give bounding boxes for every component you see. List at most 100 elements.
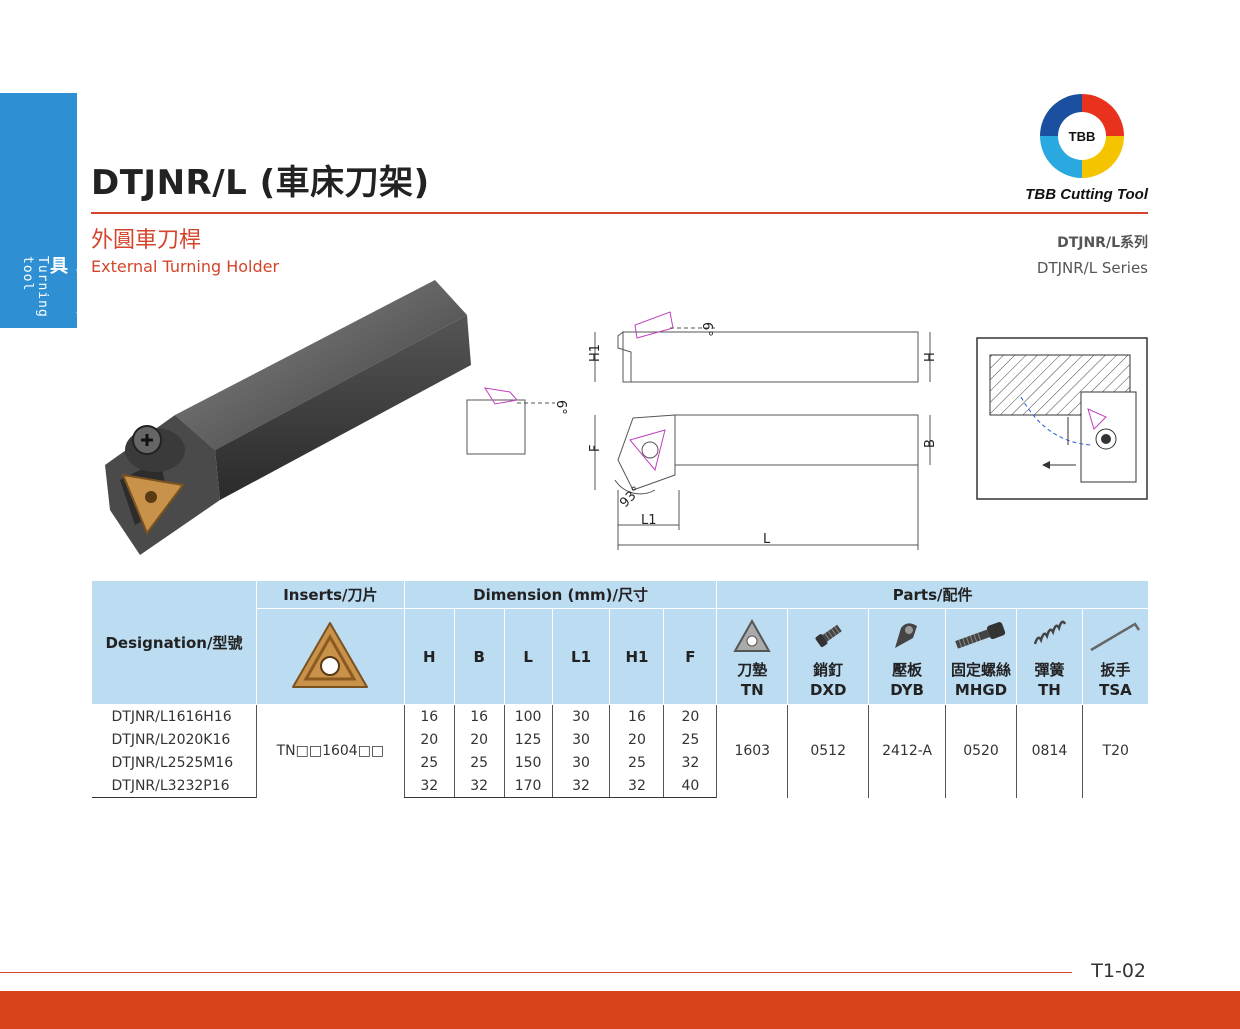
table-row: DTJNR/L2525M16 25 25 150 30 25 32 <box>92 751 1149 774</box>
row-dim: 32 <box>663 751 717 774</box>
row-dim: 25 <box>663 728 717 751</box>
table-row: DTJNR/L3232P16 32 32 170 32 32 40 <box>91 774 1149 798</box>
row-dim: 30 <box>551 728 610 751</box>
col-header-parts: Parts/配件 <box>716 580 1149 609</box>
tbb-logo-icon: TBB <box>1040 94 1124 178</box>
part-tn-code: TN <box>740 680 764 699</box>
part-value-th: 0814 <box>1016 704 1083 798</box>
spring-icon <box>1034 620 1067 644</box>
tool-holder-image <box>105 280 471 555</box>
drawing-label-l: L <box>763 532 771 547</box>
part-value-tn: 1603 <box>716 704 788 798</box>
part-dyb-zh: 壓板 <box>892 660 923 679</box>
footer-divider <box>0 972 1072 973</box>
side-category-tab: 車削刀具 Turning tool <box>0 93 94 328</box>
part-tn-zh: 刀墊 <box>737 660 768 679</box>
page-title: DTJNR/L (車床刀架) <box>91 163 430 203</box>
machining-detail-image <box>976 337 1148 500</box>
insert-image-cell <box>255 608 405 705</box>
row-dim: 32 <box>453 774 505 798</box>
logo-text: TBB <box>1069 129 1096 144</box>
dim-header-h: H <box>403 608 455 705</box>
row-dim: 20 <box>609 728 664 751</box>
row-dim: 16 <box>403 704 455 728</box>
dim-header-f: F <box>663 608 718 705</box>
clamp-icon <box>895 622 918 648</box>
part-tsa-zh: 扳手 <box>1100 660 1131 679</box>
row-dim: 16 <box>609 704 664 728</box>
row-dim: 100 <box>503 704 553 728</box>
drawing-label-h1: H1 <box>588 344 603 362</box>
part-value-dyb: 2412-A <box>868 704 946 798</box>
series-en: DTJNR/L Series <box>1036 259 1148 277</box>
drawing-label-h: H <box>923 352 938 362</box>
row-dim: 32 <box>551 774 610 798</box>
row-designation: DTJNR/L3232P16 <box>91 774 257 798</box>
insert-triangle-icon <box>292 621 369 688</box>
pin-icon <box>815 624 842 647</box>
drawing-label-l1: L1 <box>641 513 657 528</box>
row-designation: DTJNR/L1616H16 <box>111 708 232 725</box>
drawing-label-angle-side: 6° <box>553 400 568 415</box>
row-dim: 40 <box>663 774 717 798</box>
side-tab-zh: 車削刀具 <box>47 256 94 316</box>
table-row: DTJNR/L1616H16 TN□□1604□□ 16 16 100 30 1… <box>92 704 1149 798</box>
dim-header-l1: L1 <box>551 608 611 705</box>
part-th-code: TH <box>1038 680 1061 699</box>
row-dim: 30 <box>551 704 610 728</box>
row-dim: 32 <box>403 774 455 798</box>
drawing-label-b: B <box>923 439 938 448</box>
part-value-tsa: T20 <box>1081 704 1149 798</box>
row-dim: 150 <box>503 751 553 774</box>
row-dim: 20 <box>453 728 505 751</box>
side-tab-en: Turning tool <box>20 256 50 318</box>
series-zh: DTJNR/L系列 <box>1057 235 1148 251</box>
dim-header-l: L <box>503 608 553 705</box>
col-header-designation: Designation/型號 <box>91 580 257 705</box>
spec-table: Designation/型號 Inserts/刀片 Dimension (mm)… <box>91 580 1150 798</box>
row-dim: 32 <box>609 774 664 798</box>
part-value-dxd: 0512 <box>787 704 869 798</box>
subtitle-zh: 外圓車刀桿 <box>91 228 202 253</box>
dim-header-h1: H1 <box>609 608 665 705</box>
subtitle-en: External Turning Holder <box>91 257 280 276</box>
part-mhgd-code: MHGD <box>954 680 1008 699</box>
screw-icon <box>955 621 1006 649</box>
part-value-mhgd: 0520 <box>945 704 1017 798</box>
part-dyb-code: DYB <box>890 680 924 699</box>
part-dxd-zh: 銷釘 <box>813 660 844 679</box>
part-mhgd-zh: 固定螺絲 <box>951 660 1012 679</box>
insert-code-cell: TN□□1604□□ <box>255 704 405 798</box>
shim-icon <box>733 618 771 652</box>
wrench-icon <box>1090 621 1141 651</box>
table-row: DTJNR/L2020K16 20 20 125 30 20 25 <box>92 728 1149 751</box>
dim-header-b: B <box>453 608 505 705</box>
row-dim: 30 <box>551 751 610 774</box>
drawing-label-f: F <box>588 445 603 452</box>
technical-drawing: H1 H F B L1 L 6° 6° 93° <box>466 311 938 550</box>
col-header-inserts: Inserts/刀片 <box>255 580 405 609</box>
col-header-dimension: Dimension (mm)/尺寸 <box>403 580 718 609</box>
brand-name: TBB Cutting Tool <box>1025 186 1148 203</box>
title-divider <box>91 212 1148 214</box>
part-dxd-code: DXD <box>809 680 847 699</box>
page-number: T1-02 <box>1091 960 1146 982</box>
row-designation: DTJNR/L2525M16 <box>111 754 234 771</box>
row-dim: 125 <box>503 728 553 751</box>
row-dim: 25 <box>403 751 455 774</box>
row-dim: 20 <box>403 728 455 751</box>
part-tsa-code: TSA <box>1099 680 1132 699</box>
row-dim: 25 <box>453 751 505 774</box>
bottom-color-bar <box>0 991 1240 1029</box>
part-th-zh: 彈簧 <box>1034 660 1065 679</box>
row-dim: 25 <box>609 751 664 774</box>
row-dim: 16 <box>453 704 505 728</box>
row-designation: DTJNR/L2020K16 <box>111 731 231 748</box>
drawing-label-angle-top: 6° <box>699 322 714 337</box>
row-dim: 20 <box>663 704 717 728</box>
